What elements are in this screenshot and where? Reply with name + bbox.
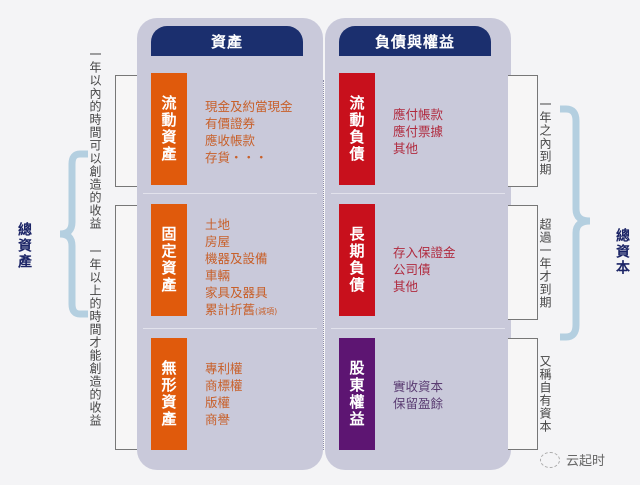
panel-divider [323, 80, 324, 450]
assets-panel: 資產 流動資產 現金及約當現金 有價證券 應收帳款 存貨・・・ 固定資產 土地 … [137, 18, 323, 470]
category-long-term-liabilities: 長期負債 [339, 204, 375, 316]
liability-note-box-1 [508, 75, 538, 187]
list-item: 商譽 [205, 412, 231, 427]
list-item: 累計折舊(減項) [205, 301, 277, 320]
total-assets-label: 總資產 [16, 222, 32, 270]
list-item: 專利權 [205, 361, 243, 376]
current-liabilities-items: 應付帳款 應付票據 其他 [393, 106, 443, 157]
category-shareholders-equity: 股東權益 [339, 338, 375, 450]
liabilities-equity-header: 負債與權益 [339, 26, 491, 56]
list-item: 其他 [393, 141, 419, 156]
list-item: 機器及設備 [205, 251, 268, 266]
list-item: 實收資本 [393, 379, 444, 394]
list-item: 版權 [205, 395, 231, 410]
equity-note: 又稱自有資本 [538, 355, 552, 433]
total-capital-brace-icon [560, 105, 591, 341]
liabilities-equity-panel: 負債與權益 流動負債 應付帳款 應付票據 其他 長期負債 存入保證金 公司債 其… [325, 18, 511, 470]
list-item: 家具及器具 [205, 285, 268, 300]
total-capital-label: 總資本 [614, 228, 630, 276]
list-item: 保留盈餘 [393, 396, 444, 411]
item-text: 累計折舊 [205, 302, 256, 317]
category-current-assets: 流動資產 [151, 73, 187, 185]
long-term-liabilities-items: 存入保證金 公司債 其他 [393, 244, 456, 295]
list-item: 房屋 [205, 234, 231, 249]
section-divider [331, 328, 505, 329]
category-current-liabilities: 流動負債 [339, 73, 375, 185]
asset-note-long-term: 一年以上的時間才能創造的收益 [88, 245, 102, 427]
category-intangible-assets: 無形資產 [151, 338, 187, 450]
assets-header: 資產 [151, 26, 303, 56]
section-divider [143, 328, 317, 329]
list-item: 應付帳款 [393, 107, 444, 122]
list-item: 存貨・・・ [205, 150, 268, 165]
list-item: 應收帳款 [205, 133, 256, 148]
category-fixed-assets: 固定資產 [151, 204, 187, 316]
list-item: 其他 [393, 279, 419, 294]
liability-note-short-term: 一年之內到期 [538, 98, 552, 176]
watermark: 云起时 [540, 450, 605, 469]
total-assets-brace-icon [59, 150, 88, 318]
watermark-text: 云起时 [566, 454, 606, 469]
liability-note-box-2 [508, 205, 538, 320]
list-item: 商標權 [205, 378, 243, 393]
list-item: 車輛 [205, 268, 231, 283]
list-item: 土地 [205, 217, 231, 232]
current-assets-items: 現金及約當現金 有價證券 應收帳款 存貨・・・ [205, 98, 293, 166]
intangible-assets-items: 專利權 商標權 版權 商譽 [205, 360, 243, 428]
fixed-assets-items: 土地 房屋 機器及設備 車輛 家具及器具 累計折舊(減項) [205, 216, 277, 320]
liability-note-box-3 [508, 338, 538, 450]
equity-items: 實收資本 保留盈餘 [393, 378, 443, 412]
section-divider [143, 193, 317, 194]
list-item: 應付票據 [393, 124, 444, 139]
list-item: 公司債 [393, 262, 431, 277]
asset-note-short-term: 一年以內的時間可以創造的收益 [88, 48, 102, 230]
deduction-note: (減項) [255, 307, 278, 316]
section-divider [331, 193, 505, 194]
list-item: 有價證券 [205, 116, 256, 131]
wechat-icon [540, 451, 560, 468]
list-item: 存入保證金 [393, 245, 456, 260]
list-item: 現金及約當現金 [205, 99, 293, 114]
liability-note-long-term: 超過一年才到期 [538, 218, 552, 309]
